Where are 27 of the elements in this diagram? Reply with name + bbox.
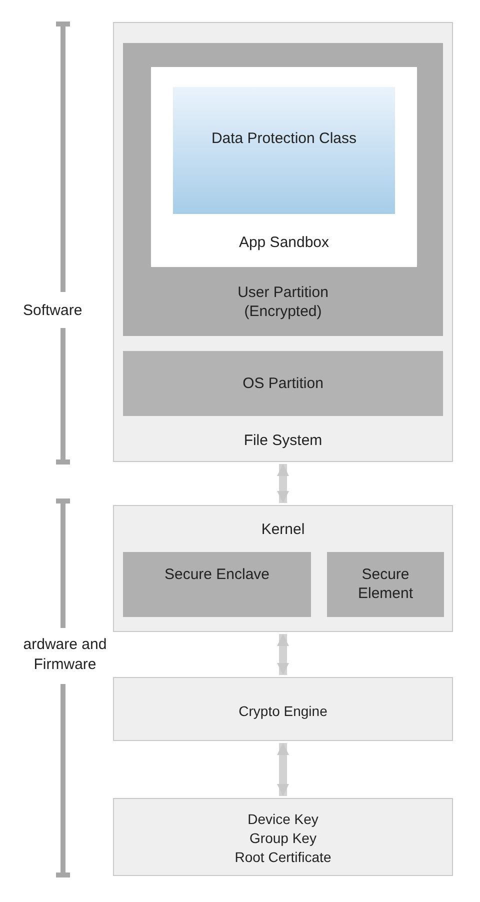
component-box [327,552,444,617]
engine-box [113,677,453,741]
partition-panel [123,43,443,336]
double-arrow [277,743,289,796]
kernel-panel [113,505,453,632]
node-label: File System [244,431,322,450]
node-label: Secure Element [356,565,414,603]
component-box [123,552,311,617]
sandbox-panel [151,67,417,267]
node-label: Secure Enclave [163,565,271,584]
node-label: User Partition (Encrypted) [236,283,330,321]
node-label: Crypto Engine [238,702,328,721]
protection-class-box [173,87,395,214]
node-label: Data Protection Class [210,129,358,148]
file-system-panel [113,22,453,462]
section-label: ardware and Firmware [22,635,108,675]
keys-box [113,798,453,876]
node-label: Group Key [250,829,316,848]
node-label: OS Partition [242,374,324,393]
section-label: Software [23,301,82,321]
node-label: Kernel [261,520,305,539]
node-label: Device Key [248,810,318,829]
double-arrow [277,464,289,503]
node-label: App Sandbox [238,233,330,252]
double-arrow [277,634,289,675]
partition-panel [123,351,443,416]
node-label: Root Certificate [234,848,332,867]
